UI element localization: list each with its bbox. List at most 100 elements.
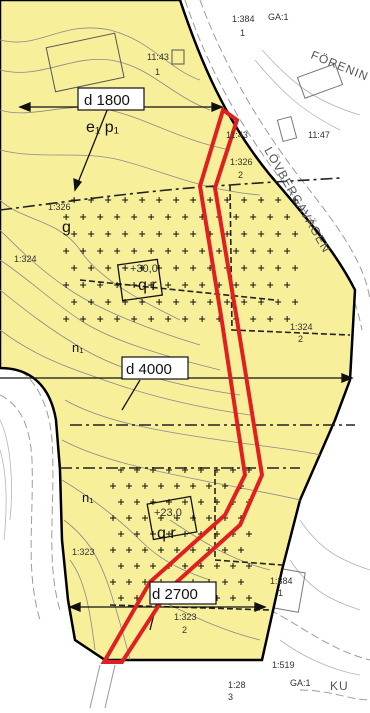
hatch-plus <box>182 282 189 288</box>
parcel-label: 1:28 <box>228 680 246 690</box>
highlight-corridor[interactable] <box>100 106 265 664</box>
hatch-plus <box>230 595 236 601</box>
dimension-arrows <box>0 102 354 631</box>
hatch-plus <box>182 316 189 322</box>
hatch-plus <box>173 265 180 271</box>
parcel-label: 1:323 <box>174 612 197 622</box>
hatch-plus <box>198 499 204 505</box>
hatch-plus <box>214 531 220 537</box>
hatch-plus <box>258 231 265 237</box>
zoning-area <box>0 0 357 662</box>
hatch-plus <box>139 265 146 271</box>
hatch-plus <box>238 579 244 585</box>
road-label-ku: KU <box>330 679 349 693</box>
hatch-plus <box>97 248 104 254</box>
hatch-plus <box>246 563 252 569</box>
hatch-plus <box>126 579 132 585</box>
zone-label-g: g <box>62 219 71 236</box>
hatch-plus <box>224 197 231 203</box>
parcel-label: 2 <box>238 170 243 180</box>
hatch-plus <box>118 531 124 537</box>
hatch-plus <box>158 547 164 553</box>
hatch-plus <box>166 531 172 537</box>
parcel-label: GA:1 <box>290 678 311 688</box>
hatch-plus <box>142 579 148 585</box>
hatch-plus <box>241 299 248 305</box>
hatch-plus <box>241 265 248 271</box>
hatch-plus <box>241 197 248 203</box>
elevation-2: +23,0 <box>154 507 182 519</box>
hatch-plus <box>126 483 132 489</box>
hatch-plus <box>246 467 252 473</box>
hatch-plus <box>105 197 112 203</box>
hatch-plus <box>88 197 95 203</box>
hatch-plus <box>63 248 70 254</box>
hatch-plus <box>80 248 87 254</box>
hatch-plus <box>246 531 252 537</box>
hatch-plus <box>126 515 132 521</box>
dimension-text-3: d 2700 <box>152 586 198 603</box>
hatch-plus <box>214 467 220 473</box>
hatch-plus <box>142 547 148 553</box>
parcel-label: 1 <box>240 28 245 38</box>
hatch-plus <box>207 197 214 203</box>
hatch-plus <box>88 231 95 237</box>
elevation-1: +30,0 <box>130 263 158 275</box>
hatch-plus <box>134 531 140 537</box>
hatch-plus <box>198 563 204 569</box>
hatch-plus <box>71 197 78 203</box>
hatch-plus <box>122 197 129 203</box>
hatch-plus <box>275 265 282 271</box>
hatch-plus <box>233 248 240 254</box>
hatch-plus <box>126 547 132 553</box>
parcel-label: 2 <box>298 334 303 344</box>
road-label-forening: FÖRENIN <box>309 48 370 84</box>
hatch-plus <box>284 214 291 220</box>
hatch-plus <box>165 248 172 254</box>
hatch-plus <box>173 197 180 203</box>
hatch-plus <box>250 248 257 254</box>
hatch-plus <box>222 579 228 585</box>
hatch-plus <box>224 299 231 305</box>
hatch-plus <box>222 547 228 553</box>
parcel-label: 1 <box>155 67 160 77</box>
hatch-plus <box>139 231 146 237</box>
hatch-plus <box>275 197 282 203</box>
dimension-text-1: d 1800 <box>84 92 130 109</box>
hatch-plus <box>166 467 172 473</box>
hatch-plus <box>110 579 116 585</box>
inside-contours <box>0 27 321 661</box>
lower-lines <box>89 664 116 709</box>
buildings <box>268 63 344 613</box>
hatch-plus <box>156 231 163 237</box>
hatch-plus <box>190 515 196 521</box>
hatch-plus <box>71 265 78 271</box>
hatch-plus <box>122 265 129 271</box>
hatch-plus <box>131 248 138 254</box>
hatch-plus <box>150 563 156 569</box>
hatch-plus <box>206 515 212 521</box>
hatch-plus <box>88 299 95 305</box>
hatch-plus <box>190 547 196 553</box>
hatch-plus <box>173 231 180 237</box>
hatch-plus <box>150 499 156 505</box>
hatch-plus <box>267 248 274 254</box>
hatch-plus <box>97 282 104 288</box>
hatch-plus <box>267 316 274 322</box>
dimension-label-d1800: d 1800 <box>77 87 145 111</box>
hatch-plus <box>190 483 196 489</box>
hatch-plus <box>156 299 163 305</box>
hatch-plus <box>250 282 257 288</box>
zone-label-n-1: n₁ <box>72 340 84 355</box>
hatch-plus <box>110 483 116 489</box>
hatch-plus <box>190 299 197 305</box>
hatch-plus <box>199 316 206 322</box>
parcel-label: 1:323 <box>72 547 95 557</box>
hatch-plus <box>214 563 220 569</box>
hatch-plus <box>198 467 204 473</box>
hatch-plus <box>246 595 252 601</box>
hatch-plus <box>233 214 240 220</box>
hatch-plus <box>230 563 236 569</box>
hatch-plus <box>131 282 138 288</box>
